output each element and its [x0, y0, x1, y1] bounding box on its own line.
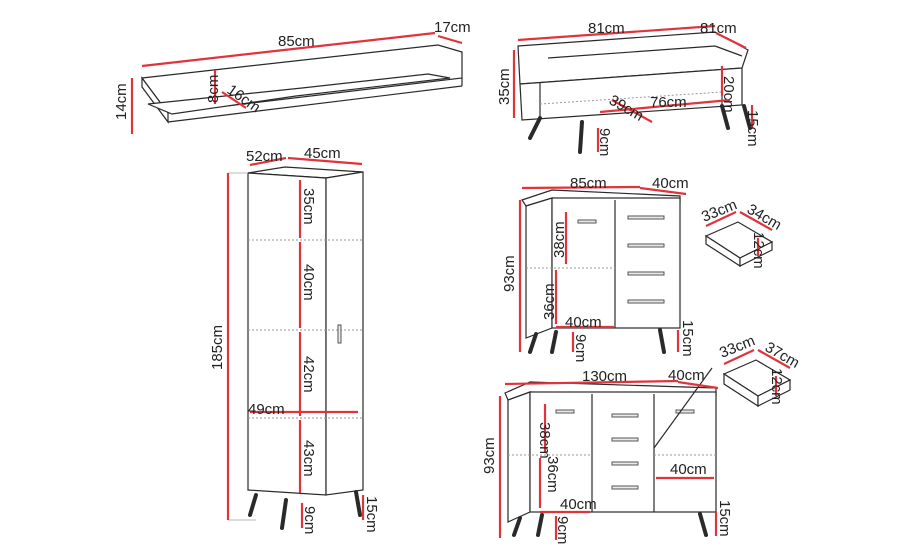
- label-dresser1-upper: 38cm: [551, 221, 568, 258]
- drawer-detail-1: 33cm 34cm 12cm: [699, 196, 784, 268]
- label-shelf-width: 85cm: [278, 33, 315, 50]
- label-dresser2-lower: 36cm: [544, 456, 561, 493]
- label-dresser1-depth: 40cm: [652, 175, 689, 192]
- label-dresser2-inner-width-right: 40cm: [670, 461, 707, 478]
- label-dresser2-inner-width: 40cm: [560, 496, 597, 513]
- label-cabinet-inner-width: 49cm: [248, 401, 285, 418]
- coffee-table: 81cm 81cm 35cm 20cm 39cm 76cm 15cm 9cm: [496, 20, 761, 156]
- dresser-85: 85cm 40cm 93cm 38cm 36cm 40cm 15cm 9cm: [501, 175, 696, 362]
- label-shelf-height: 14cm: [113, 83, 130, 120]
- label-table-leg-height: 15cm: [744, 110, 761, 147]
- label-dresser1-width: 85cm: [570, 175, 607, 192]
- drawer-detail-2: 33cm 37cm 12cm: [717, 332, 802, 408]
- label-table-inner-width: 76cm: [650, 94, 687, 111]
- wall-shelf: 85cm 17cm 14cm 8cm 16cm: [113, 19, 471, 134]
- label-dresser2-leg-height: 15cm: [716, 500, 733, 537]
- label-dresser1-height: 93cm: [501, 255, 518, 292]
- label-dresser2-upper: 38cm: [536, 422, 553, 459]
- label-cabinet-leg-height: 15cm: [363, 496, 380, 533]
- label-dresser1-inner-width: 40cm: [565, 314, 602, 331]
- label-table-height: 35cm: [496, 68, 513, 105]
- label-cabinet-sec2: 40cm: [300, 264, 317, 301]
- label-table-depth: 81cm: [700, 20, 737, 37]
- label-table-leg-gap: 9cm: [596, 128, 613, 156]
- label-drawer1-height: 12cm: [750, 232, 767, 269]
- label-dresser1-leg-gap: 9cm: [572, 334, 589, 362]
- label-dresser2-height: 93cm: [481, 437, 498, 474]
- label-dresser2-width: 130cm: [582, 368, 627, 385]
- label-drawer1-width: 33cm: [699, 196, 739, 226]
- label-cabinet-height: 185cm: [209, 325, 226, 370]
- label-shelf-thickness: 8cm: [205, 75, 222, 103]
- label-cabinet-sec1: 35cm: [300, 188, 317, 225]
- label-cabinet-width: 45cm: [304, 145, 341, 162]
- label-cabinet-sec3: 42cm: [300, 356, 317, 393]
- label-dresser1-leg-height: 15cm: [679, 320, 696, 357]
- label-dresser2-depth: 40cm: [668, 367, 705, 384]
- label-drawer2-height: 12cm: [768, 368, 785, 405]
- label-table-inner-height: 20cm: [720, 76, 737, 113]
- label-cabinet-depth: 52cm: [246, 148, 283, 165]
- label-shelf-depth: 17cm: [434, 19, 471, 36]
- dresser-130: 130cm 40cm 93cm 38cm 36cm 40cm 40cm 15cm…: [481, 367, 733, 544]
- tall-cabinet: 52cm 45cm 185cm 35cm 40cm 42cm 43cm 49cm…: [209, 145, 380, 534]
- label-cabinet-leg-gap: 9cm: [301, 506, 318, 534]
- label-cabinet-sec4: 43cm: [300, 440, 317, 477]
- label-dresser1-lower: 36cm: [541, 283, 558, 320]
- label-table-width: 81cm: [588, 20, 625, 37]
- label-dresser2-leg-gap: 9cm: [554, 516, 571, 544]
